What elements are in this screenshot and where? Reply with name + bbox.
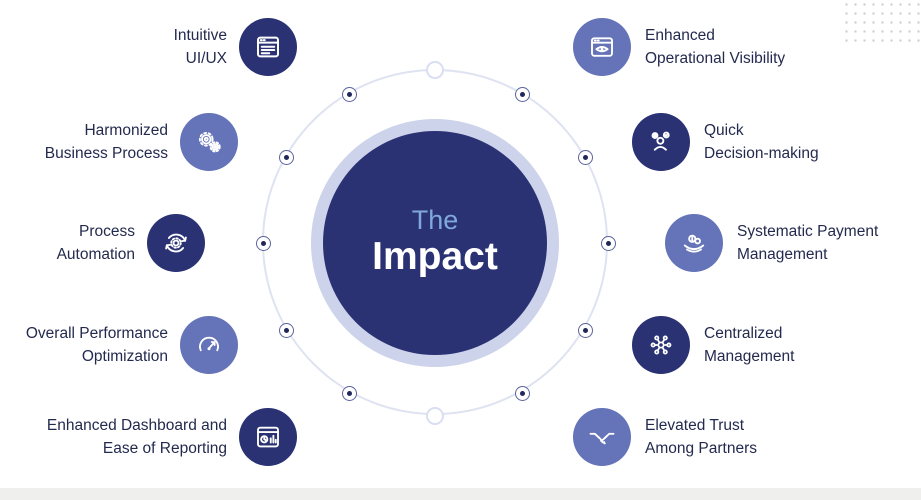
label-enhanced-operational-visibility: Enhanced Operational Visibility [645, 27, 786, 67]
label-overall-performance-optimization: Overall Performance Optimization [25, 325, 168, 365]
ring-node-bottom [426, 407, 444, 425]
handshake-icon [589, 432, 615, 445]
label-process-automation: Process Automation [56, 223, 135, 263]
center-circle: The Impact [323, 131, 547, 355]
ui-window-icon-badge [239, 18, 297, 76]
label-elevated-trust-among-partners: Elevated Trust Among Partners [645, 417, 757, 457]
decision-person-icon-badge [632, 113, 690, 171]
ring-node [342, 386, 357, 401]
ring-node-top [426, 61, 444, 79]
handshake-icon-badge [573, 408, 631, 466]
label-systematic-payment-management: Systematic Payment Management [737, 223, 879, 263]
ring-node [342, 87, 357, 102]
ui-window-icon [257, 36, 279, 58]
ring-node [256, 236, 271, 251]
dashboard-report-icon [257, 426, 279, 448]
label-quick-decision-making: Quick Decision-making [704, 122, 819, 162]
ring-node [515, 386, 530, 401]
center-title-line2: Impact [372, 235, 498, 279]
visibility-window-icon-badge [573, 18, 631, 76]
process-automation-icon [165, 233, 187, 253]
payment-hands-icon [683, 234, 705, 253]
gears-icon [198, 131, 221, 153]
ring-node [515, 87, 530, 102]
process-automation-icon-badge [147, 214, 205, 272]
label-enhanced-dashboard-reporting: Enhanced Dashboard and Ease of Reporting [46, 417, 227, 457]
decision-person-icon [651, 131, 670, 151]
label-intuitive-ui-ux: Intuitive UI/UX [173, 27, 227, 67]
ring-node [279, 323, 294, 338]
label-harmonized-business-process: Harmonized Business Process [44, 122, 168, 162]
ring-node [578, 150, 593, 165]
centralized-hub-icon [650, 335, 672, 355]
visibility-window-icon [591, 37, 613, 57]
decorative-dots-pattern [842, 0, 921, 48]
centralized-hub-icon-badge [632, 316, 690, 374]
dashboard-report-icon-badge [239, 408, 297, 466]
ring-node [601, 236, 616, 251]
gears-icon-badge [180, 113, 238, 171]
gauge-icon [199, 336, 219, 352]
payment-hands-icon-badge [665, 214, 723, 272]
label-centralized-management: Centralized Management [704, 325, 795, 365]
ring-node [578, 323, 593, 338]
ring-node [279, 150, 294, 165]
bottom-strip [0, 488, 921, 500]
gauge-icon-badge [180, 316, 238, 374]
center-title-line1: The [411, 204, 459, 235]
